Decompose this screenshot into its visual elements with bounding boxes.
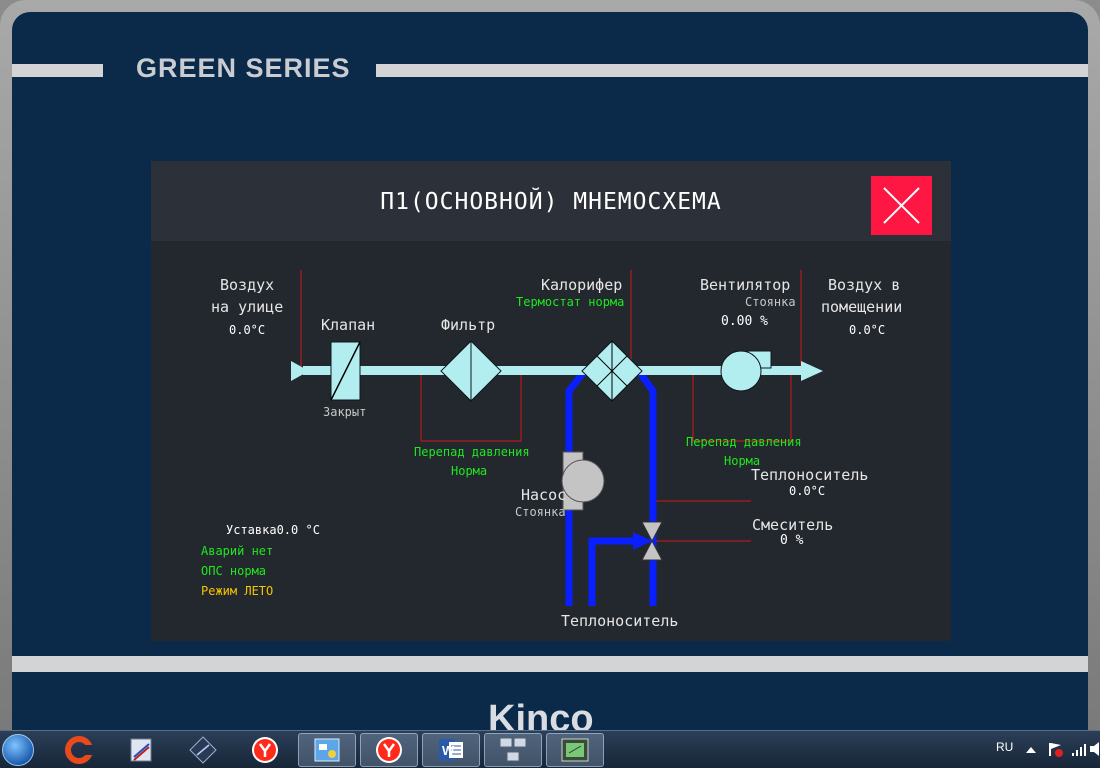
fan-speed: 0.00 %	[721, 314, 768, 329]
outdoor-air-label-line2: на улице	[211, 298, 284, 316]
supply-air-temperature: 0.0°C	[849, 323, 886, 337]
taskbar-word[interactable]: W	[422, 733, 480, 767]
mnemonic-panel: П1(ОСНОВНОЙ) МНЕМОСХЕМА	[151, 161, 951, 641]
fan-symbol	[720, 350, 772, 392]
panel-header: П1(ОСНОВНОЙ) МНЕМОСХЕМА	[151, 161, 951, 241]
top-stripe-right	[376, 64, 1088, 77]
taskbar-ccleaner[interactable]	[50, 733, 108, 767]
windows-taskbar: W RU	[0, 730, 1100, 768]
close-icon	[883, 187, 920, 224]
outdoor-air-label-line1: Воздух	[220, 276, 275, 294]
outdoor-air-inlet-arrow	[291, 361, 309, 381]
fire-alarm-status: ОПС норма	[201, 564, 267, 578]
brand-label: GREEN SERIES	[130, 53, 357, 84]
taskbar-hmi-simulator[interactable]	[546, 733, 604, 767]
heater-symbol	[581, 340, 643, 402]
yandex-browser-icon	[252, 737, 278, 763]
mixer-value: 0 %	[780, 533, 804, 548]
word-icon-letter: W	[442, 743, 455, 758]
mode-status: Режим ЛЕТО	[201, 584, 274, 598]
damper-symbol	[330, 341, 361, 401]
thermostat-status: Термостат норма	[516, 295, 625, 309]
filter-label: Фильтр	[441, 316, 496, 334]
network-signal-icon[interactable]	[1070, 740, 1088, 758]
ccleaner-icon	[65, 736, 93, 764]
supply-air-arrow	[801, 361, 823, 381]
coolant-return-temperature: 0.0°C	[789, 484, 826, 498]
close-button[interactable]	[871, 176, 932, 235]
fan-status: Стоянка	[745, 295, 796, 309]
fan-pressure-status: Норма	[724, 454, 761, 468]
pump-status: Стоянка	[515, 505, 566, 519]
taskbar-hmi-designer[interactable]	[298, 733, 356, 767]
taskbar-network-app[interactable]	[174, 733, 232, 767]
show-hidden-icons-icon[interactable]	[1024, 743, 1038, 757]
network-computers-icon	[499, 737, 527, 762]
taskbar-program[interactable]	[112, 733, 170, 767]
volume-icon[interactable]	[1090, 740, 1100, 758]
bottom-stripe	[12, 656, 1088, 672]
fan-label: Вентилятор	[700, 276, 791, 294]
language-indicator[interactable]: RU	[996, 740, 1014, 754]
alarms-status: Аварий нет	[201, 544, 274, 558]
manufacturer-logo: Kinco	[488, 698, 594, 730]
taskbar-network-computers[interactable]	[484, 733, 542, 767]
supply-air-label-line1: Воздух в	[828, 276, 901, 294]
taskbar-yandex-1[interactable]	[236, 733, 294, 767]
mixing-valve-symbol	[633, 521, 663, 561]
hmi-simulator-icon	[561, 738, 589, 762]
air-duct	[291, 361, 823, 381]
pump-symbol	[561, 451, 605, 511]
network-app-icon	[189, 736, 217, 764]
supply-air-label-line2: помещении	[821, 298, 903, 316]
mixer-label: Смеситель	[752, 516, 834, 534]
coolant-supply-label: Теплоноситель	[561, 612, 679, 630]
sensor-lines	[300, 270, 802, 542]
top-stripe-left	[12, 64, 103, 77]
damper-label: Клапан	[321, 316, 376, 334]
taskbar-yandex-2[interactable]	[360, 733, 418, 767]
word-icon	[439, 739, 463, 761]
coolant-return-label: Теплоноситель	[751, 466, 869, 484]
filter-symbol	[440, 340, 502, 402]
heater-label: Калорифер	[541, 276, 623, 294]
damper-status: Закрыт	[323, 405, 367, 419]
panel-title: П1(ОСНОВНОЙ) МНЕМОСХЕМА	[380, 189, 722, 215]
action-center-flag-icon[interactable]	[1046, 740, 1064, 758]
hmi-designer-icon	[314, 738, 340, 762]
start-button[interactable]	[2, 734, 34, 766]
outdoor-air-temperature: 0.0°C	[229, 323, 266, 337]
yandex-browser-icon	[376, 737, 402, 763]
program-icon	[130, 738, 152, 762]
pump-label: Насос	[521, 486, 567, 504]
filter-pressure-status: Норма	[451, 464, 488, 478]
ventilation-diagram	[291, 270, 823, 606]
filter-pressure-label: Перепад давления	[414, 445, 530, 459]
setpoint-text: Уставка0.0 °C	[226, 523, 320, 537]
fan-pressure-label: Перепад давления	[686, 435, 802, 449]
